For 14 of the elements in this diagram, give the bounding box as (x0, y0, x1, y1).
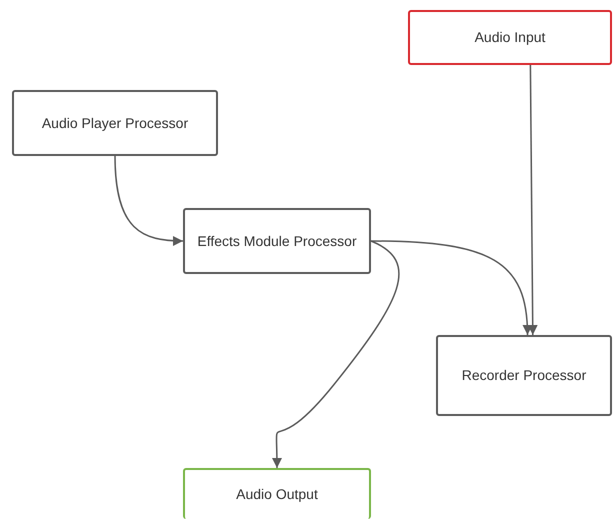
arrow (370, 240, 532, 336)
arrow (272, 240, 400, 468)
node-label: Audio Player Processor (40, 114, 190, 132)
process-box (12, 90, 218, 156)
node-label: Effects Module Processor (196, 232, 358, 250)
process-box (183, 208, 371, 274)
arrow (528, 65, 538, 335)
node-label: Audio Input (474, 28, 546, 47)
process-box (436, 335, 612, 416)
node-label: Recorder Processor (460, 366, 588, 385)
arrow (114, 156, 184, 246)
process-box (183, 468, 371, 519)
process-box (408, 10, 612, 65)
node-label: Audio Output (235, 485, 319, 504)
